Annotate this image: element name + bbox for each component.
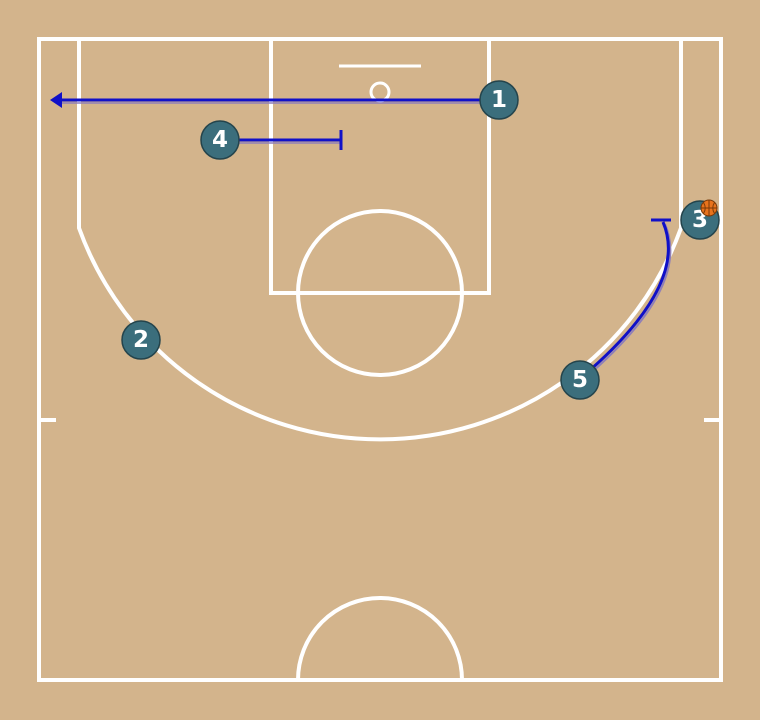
paint-lane xyxy=(269,37,491,295)
screen-path xyxy=(581,221,670,379)
action-p4-screen xyxy=(220,130,343,150)
center-circle xyxy=(296,596,464,681)
player-label: 4 xyxy=(212,127,228,153)
player-2[interactable]: 2 xyxy=(121,320,161,360)
rim xyxy=(369,81,391,103)
court-lines xyxy=(37,37,723,682)
action-p1-cut xyxy=(50,92,498,108)
player-1[interactable]: 1 xyxy=(479,80,519,120)
free-throw-circle xyxy=(296,209,464,377)
player-label: 1 xyxy=(491,87,507,113)
player-5[interactable]: 5 xyxy=(560,360,600,400)
player-4[interactable]: 4 xyxy=(200,120,240,160)
action-p5-screen xyxy=(581,218,672,380)
cut-arrowhead xyxy=(50,92,62,108)
player-label: 2 xyxy=(133,327,149,353)
player-label: 5 xyxy=(572,367,588,393)
basketball-icon xyxy=(700,199,718,217)
